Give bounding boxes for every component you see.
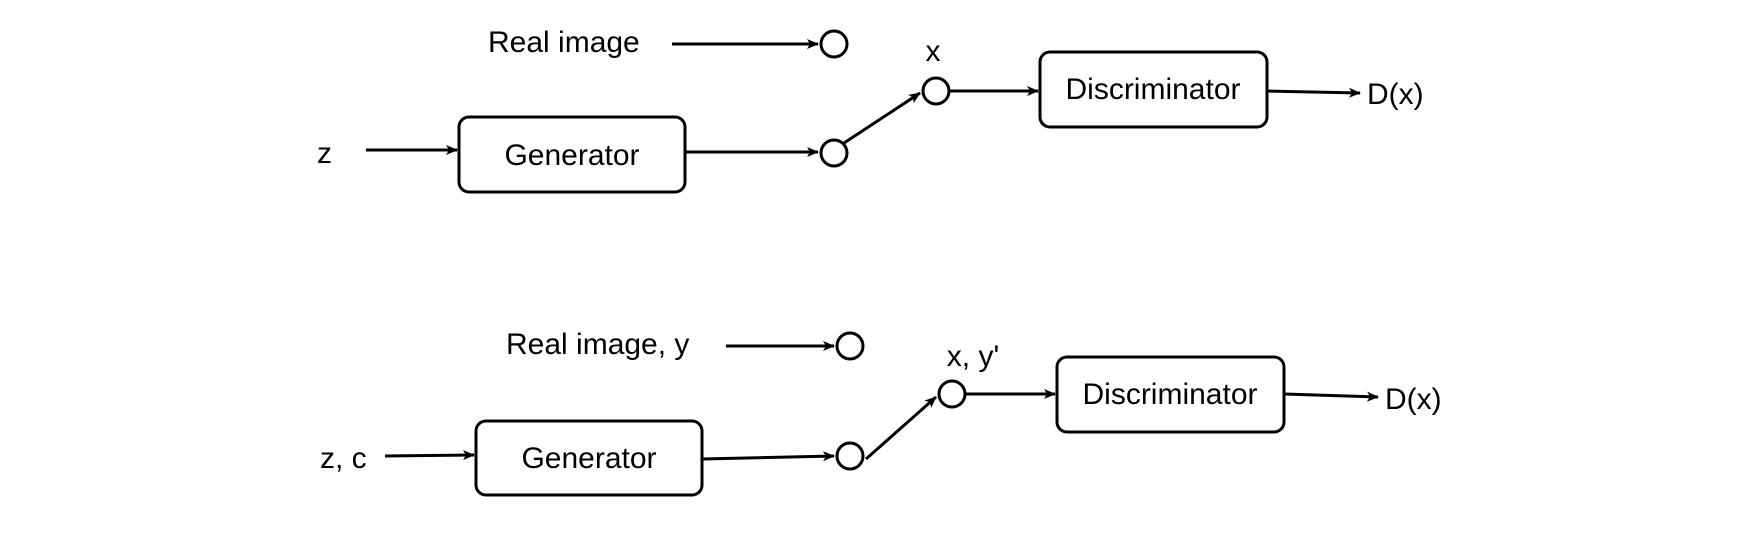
bottom-real-image-label: Real image, y	[506, 328, 689, 361]
top-discriminator-label: Discriminator	[1065, 73, 1240, 106]
top-gan-diagram: Real image z Generator x Discriminator D…	[317, 26, 1424, 194]
top-output-label: D(x)	[1367, 78, 1424, 111]
bottom-input-label: z, c	[320, 442, 367, 475]
top-mixed-label: x	[926, 35, 941, 68]
bottom-generator-label: Generator	[521, 442, 656, 475]
bottom-switch-arrow	[865, 395, 937, 461]
top-mixed-node	[921, 76, 951, 106]
top-fake-image-node	[819, 138, 849, 168]
bottom-discriminator-label: Discriminator	[1082, 378, 1257, 411]
top-switch-arrow	[843, 91, 921, 145]
bottom-generator-output-arrow	[701, 451, 835, 462]
top-output-arrow	[1266, 87, 1361, 98]
top-discriminator-box	[1038, 50, 1269, 129]
bottom-mixed-label: x, y'	[947, 340, 999, 373]
top-input-label: z	[317, 137, 332, 170]
bottom-real-image-node	[835, 331, 865, 361]
bottom-input-arrow	[384, 450, 475, 461]
bottom-fake-image-node	[835, 441, 865, 471]
top-real-image-label: Real image	[488, 26, 640, 59]
bottom-output-arrow	[1283, 391, 1379, 402]
top-generator-label: Generator	[504, 139, 639, 172]
bottom-cgan-diagram: Real image, y z, c Generator x, y' Discr…	[320, 328, 1442, 497]
top-generator-box	[457, 115, 687, 194]
top-real-image-node	[819, 29, 849, 59]
bottom-mixed-node	[937, 379, 967, 409]
bottom-output-label: D(x)	[1385, 383, 1442, 416]
